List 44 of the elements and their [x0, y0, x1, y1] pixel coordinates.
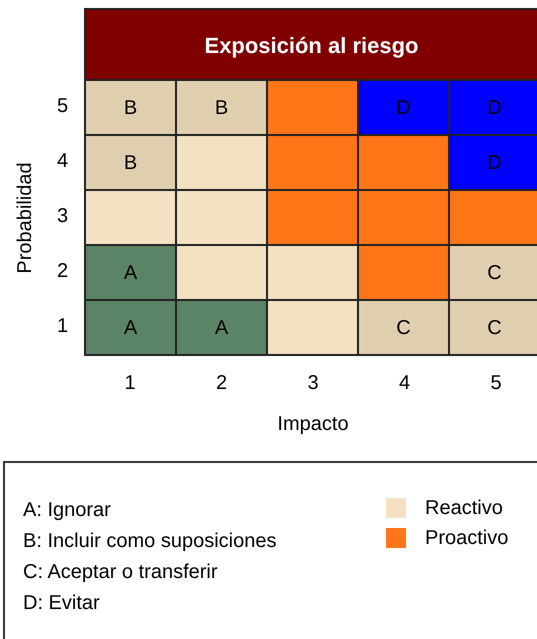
- matrix-cell: [268, 191, 357, 244]
- matrix-cell: [177, 246, 266, 299]
- title-band: Exposición al riesgo: [84, 8, 537, 80]
- matrix-cell: [268, 301, 357, 354]
- matrix-cell: B: [86, 81, 175, 134]
- matrix-cell: [177, 136, 266, 189]
- tick-label: 1: [57, 316, 68, 336]
- matrix-cell: D: [450, 136, 537, 189]
- tick-label: 2: [57, 261, 68, 281]
- matrix-cell: A: [86, 246, 175, 299]
- tick-label: 5: [57, 96, 68, 116]
- matrix-cell: [450, 191, 537, 244]
- legend-label: Reactivo: [425, 498, 503, 518]
- matrix-cell: [268, 81, 357, 134]
- matrix-cell: [86, 191, 175, 244]
- tick-label: 3: [57, 206, 68, 226]
- matrix-cell: [177, 191, 266, 244]
- matrix-cell: C: [450, 301, 537, 354]
- key-text: C: Aceptar o transferir: [23, 562, 218, 582]
- legend-label: Proactivo: [425, 528, 508, 548]
- matrix-cell: C: [450, 246, 537, 299]
- matrix-cell: D: [359, 81, 448, 134]
- tick-label: 4: [57, 151, 68, 171]
- matrix-cell: [359, 136, 448, 189]
- matrix-cell: A: [86, 301, 175, 354]
- matrix-cell: B: [177, 81, 266, 134]
- matrix-cell: [268, 246, 357, 299]
- matrix-cell: C: [359, 301, 448, 354]
- tick-label: 5: [489, 373, 503, 393]
- tick-label: 1: [123, 373, 137, 393]
- matrix-cell: [359, 191, 448, 244]
- tick-label: 3: [306, 373, 320, 393]
- matrix-cell: B: [86, 136, 175, 189]
- tick-label: 2: [214, 373, 228, 393]
- axis-title: Impacto: [276, 414, 350, 434]
- tick-label: 4: [398, 373, 412, 393]
- matrix-cell: A: [177, 301, 266, 354]
- axis-title: Probabilidad: [15, 161, 35, 276]
- key-text: D: Evitar: [23, 593, 100, 613]
- matrix-cell: [268, 136, 357, 189]
- matrix-cell: D: [450, 81, 537, 134]
- key-text: B: Incluir como suposiciones: [23, 531, 276, 551]
- key-text: A: Ignorar: [23, 500, 111, 520]
- matrix-cell: [359, 246, 448, 299]
